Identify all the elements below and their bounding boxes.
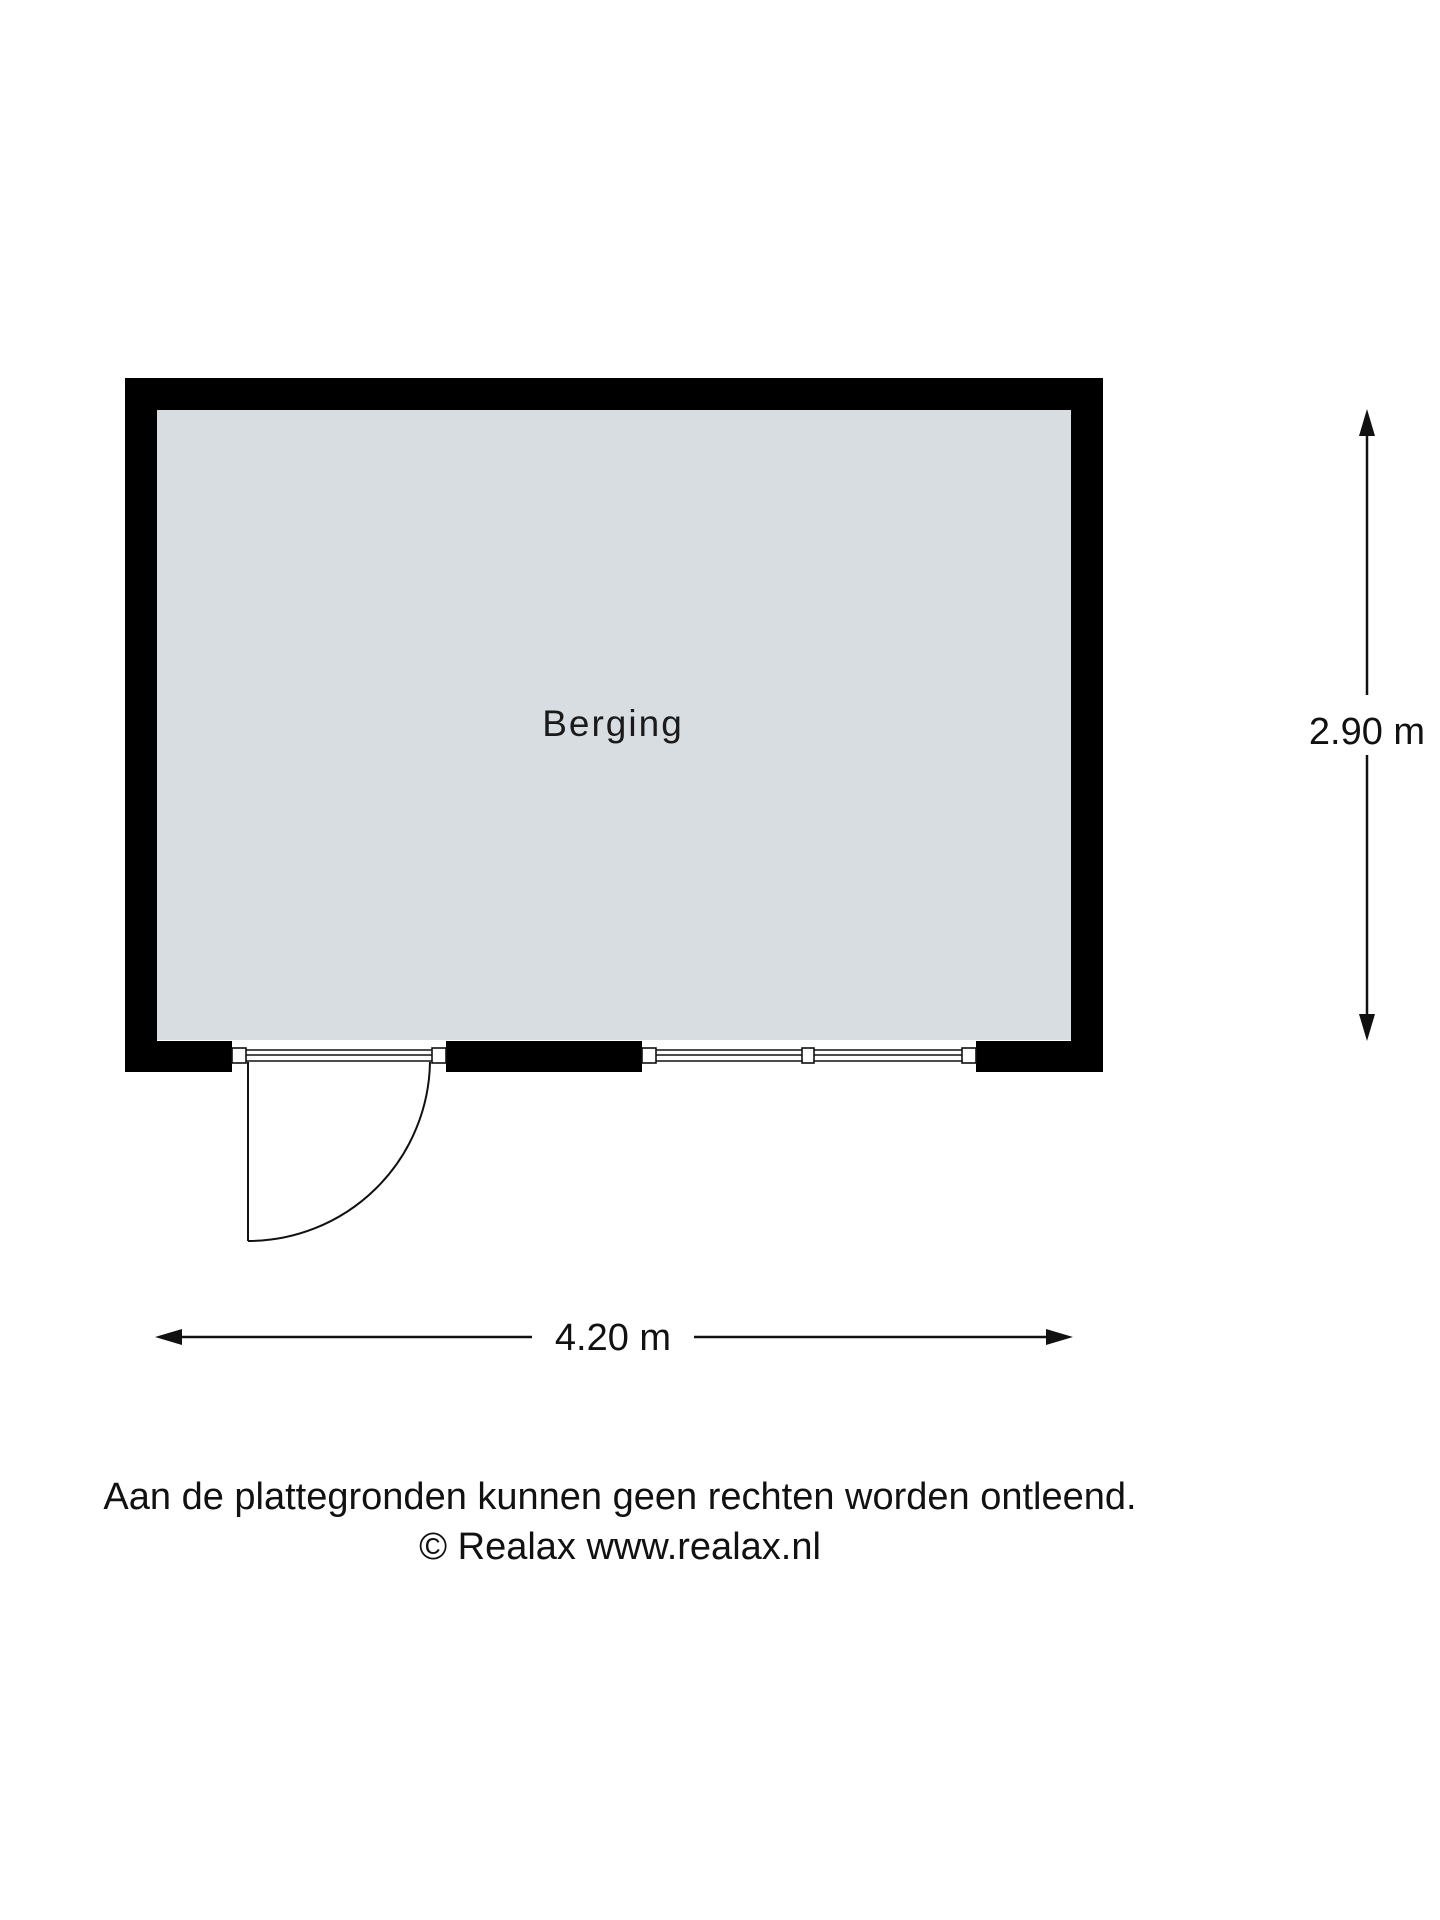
wall-bottom-right <box>976 1041 1103 1072</box>
wall-right <box>1071 378 1103 1072</box>
door <box>231 1047 447 1242</box>
room-label: Berging <box>542 703 684 744</box>
door-frame-left <box>231 1047 247 1064</box>
wall-bottom-left <box>125 1041 232 1072</box>
window <box>641 1047 977 1064</box>
arrow-up-icon <box>1359 409 1375 436</box>
room-floor <box>157 409 1071 1040</box>
window-frame-right <box>961 1047 977 1064</box>
arrow-down-icon <box>1359 1014 1375 1041</box>
width-label: 4.20 m <box>555 1317 671 1359</box>
width-dimension: 4.20 m <box>155 1317 1073 1359</box>
door-frame-right <box>431 1047 447 1064</box>
window-frame-middle <box>801 1047 815 1064</box>
disclaimer-text: Aan de plattegronden kunnen geen rechten… <box>103 1476 1137 1518</box>
wall-top <box>125 378 1103 410</box>
arrow-left-icon <box>155 1329 182 1345</box>
door-swing-arc <box>247 1061 431 1242</box>
arrow-right-icon <box>1046 1329 1073 1345</box>
wall-bottom-middle <box>446 1041 642 1072</box>
height-dimension: 2.90 m <box>1309 409 1425 1041</box>
window-frame-left <box>641 1047 657 1064</box>
height-label: 2.90 m <box>1309 711 1425 753</box>
wall-left <box>125 378 157 1072</box>
copyright-text: © Realax www.realax.nl <box>419 1526 821 1568</box>
